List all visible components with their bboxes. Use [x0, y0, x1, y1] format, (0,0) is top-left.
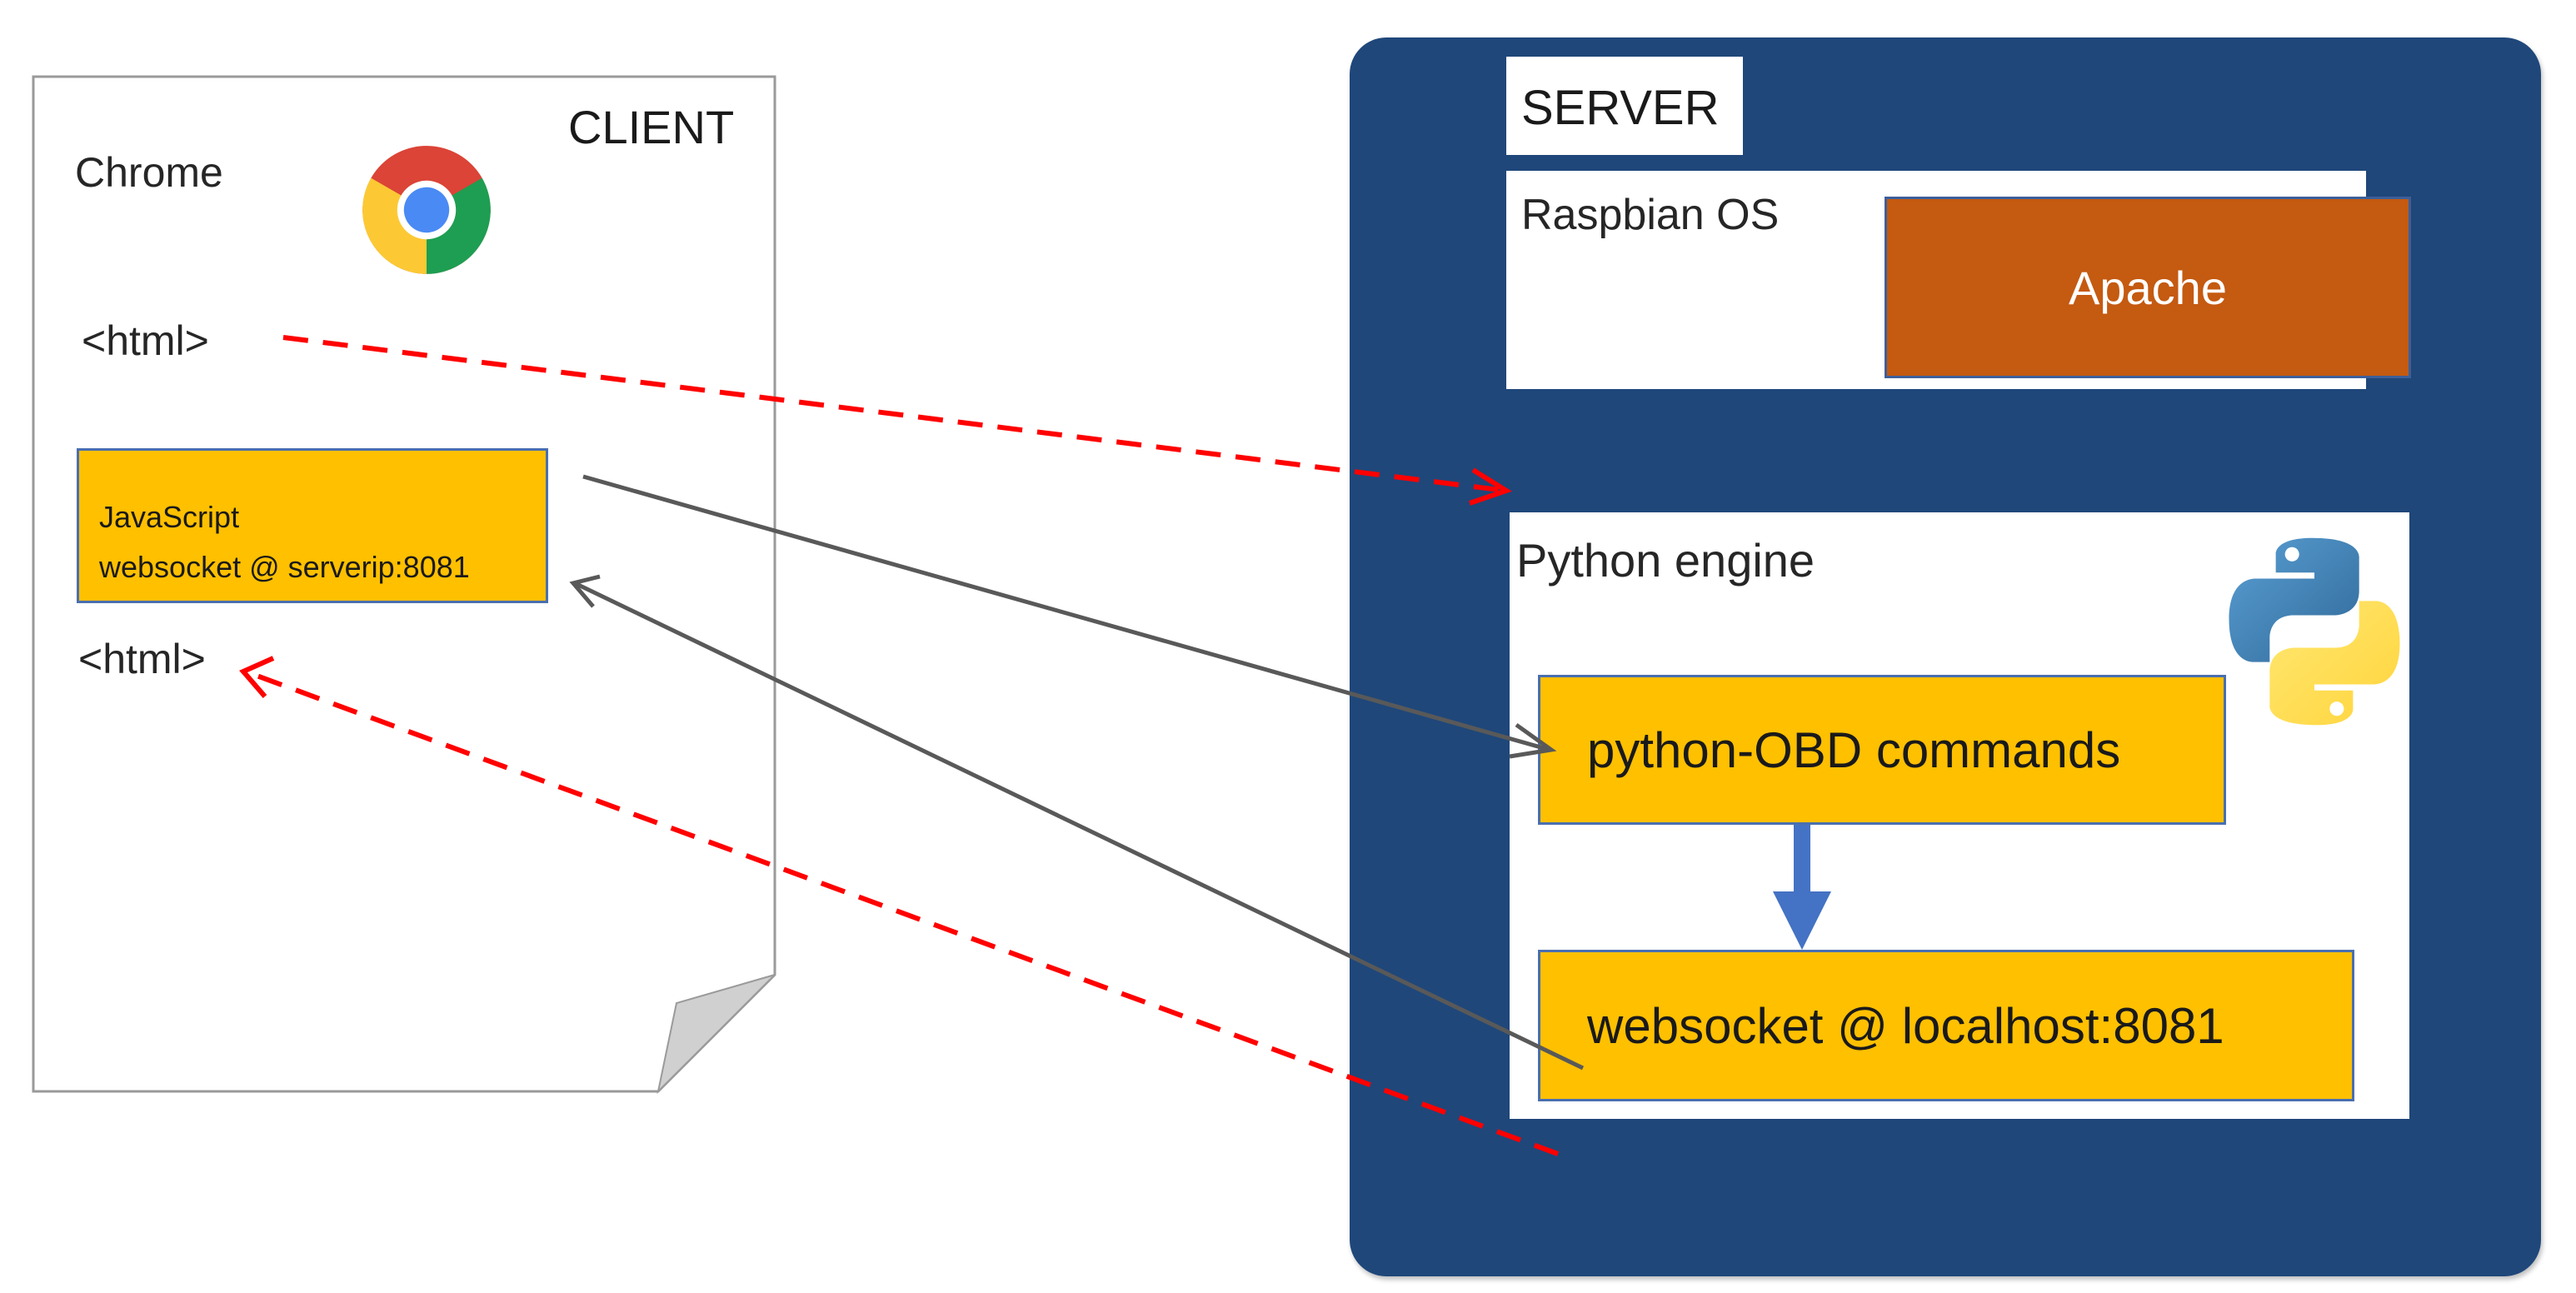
websocket-localhost-label: websocket @ localhost:8081 — [1587, 997, 2224, 1054]
javascript-websocket-box: JavaScript websocket @ serverip:8081 — [77, 448, 548, 603]
browser-label: Chrome — [75, 149, 223, 196]
raspbian-os-label: Raspbian OS — [1521, 191, 1780, 239]
python-obd-commands-box: python-OBD commands — [1538, 675, 2226, 825]
client-title: CLIENT — [568, 101, 735, 153]
chrome-logo-icon — [362, 146, 491, 274]
html-open-tag: <html> — [82, 317, 209, 364]
websocket-localhost-box: websocket @ localhost:8081 — [1538, 950, 2354, 1101]
js-label: JavaScript — [99, 500, 240, 534]
apache-label: Apache — [2069, 261, 2227, 314]
python-engine-label: Python engine — [1516, 534, 1815, 587]
js-websocket-address: websocket @ serverip:8081 — [99, 550, 470, 584]
python-logo-icon — [2229, 537, 2400, 726]
apache-box: Apache — [1885, 197, 2411, 378]
server-label-box — [1506, 57, 1743, 155]
html-close-tag: <html> — [78, 636, 206, 682]
python-obd-commands-label: python-OBD commands — [1587, 721, 2121, 778]
server-title: SERVER — [1521, 81, 1720, 135]
